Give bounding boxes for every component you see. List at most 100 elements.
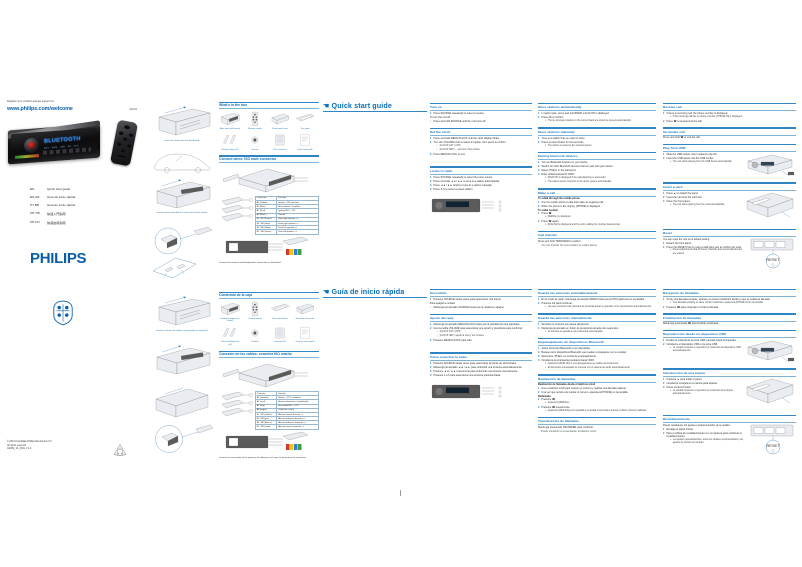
- copyright-line: All rights reserved.: [7, 443, 27, 447]
- step-text: La unidad comienza a reproducir el conte…: [672, 347, 741, 353]
- sub-step-list: ↳Si la llamada entrante no tiene número …: [666, 302, 796, 305]
- front-panel-case-icon: [296, 304, 314, 315]
- quick-start-guide-icon: [300, 327, 310, 339]
- trim-plate-icon: [271, 304, 290, 312]
- figure-reset-hole: RESET: [750, 239, 794, 269]
- sub-step: •[CLOCK 12H / 24H]: [436, 331, 461, 334]
- reset-label: RESET: [766, 257, 780, 262]
- figure-connector-detail: [154, 226, 213, 255]
- divider: [663, 329, 796, 332]
- section-restablecimiento: Restablecimiento Puede restablecer los a…: [663, 414, 796, 457]
- body-text: Press and hold TRANSFER to confirm.: [538, 239, 582, 243]
- step-text: Press ◄◄ / ►► briefly to tune to a stati…: [433, 183, 493, 187]
- copyright-line: CE152_12_QSG_V1.0: [7, 447, 32, 451]
- divider: [663, 313, 796, 315]
- step-text: Deslice la cubierta de la toma USB marca…: [666, 339, 737, 343]
- pointer-icon: ☚: [323, 287, 330, 296]
- divider: [219, 108, 319, 110]
- divider: [663, 151, 796, 153]
- divider: [430, 313, 532, 316]
- sub-step-list: ↳Aparecerá [REDIAL].: [541, 402, 656, 405]
- remote-key: [123, 124, 131, 130]
- website-url[interactable]: www.philips.com/welcome: [7, 106, 73, 112]
- subsection-heading: Realización de llamadas desde el teléfon…: [538, 383, 596, 387]
- equalizer-bar-icon: [15, 154, 39, 160]
- step-text: Presione AS para confirmar.: [541, 302, 573, 306]
- step-text: Press and hold SOURCE until the unit tur…: [433, 120, 487, 124]
- step-text: Las seis emisoras más potentes de la ban…: [547, 306, 652, 309]
- section-heading: Recepción de llamadas: [663, 291, 699, 296]
- box-item: Front panel case: [269, 111, 291, 130]
- body-text: Press and hold ☎ to end the call.: [663, 136, 701, 140]
- section-heading: Pairing bluetooth devices: [538, 154, 578, 159]
- divider: [663, 134, 796, 136]
- step-text: Slide the USB socket cover marked to the…: [666, 153, 718, 157]
- subsection-heading: To redial through the mobile phone: [538, 197, 580, 201]
- step-text: Press a preset button for two seconds.: [541, 140, 585, 144]
- screws-icon: [251, 137, 259, 144]
- section-heading: Make a call: [538, 190, 556, 195]
- unit-faceplate: BLUETOOTH MP3 · WMA · USB · SD · AUX: [11, 127, 97, 160]
- divider: [219, 356, 319, 358]
- section-heading-box-contents: What's in the box: [219, 103, 247, 108]
- section-heading: Guarde las emisoras automáticamente: [538, 291, 598, 296]
- figure-card-insert: [746, 378, 794, 403]
- divider: [663, 228, 796, 231]
- section-terminate-call: Terminate call Press and hold ☎ to end t…: [663, 127, 796, 139]
- section-heading: Insert a card: [663, 184, 683, 189]
- sub-step: ↳[DIALING] is displayed and the unit is …: [544, 223, 621, 226]
- spanish-box-and-wires-column: Contenido de la caja Unidad principal (c…: [219, 292, 319, 461]
- figure-iso-connector: [222, 363, 308, 388]
- body-text: You can reset the unit to its default se…: [663, 237, 711, 241]
- step-text: Seleccione 'Philips' en la lista de empa…: [541, 355, 597, 359]
- sub-step: •[CLOCK 12H / 24H]: [436, 145, 461, 148]
- sub-step-list: •[CLOCK 12H / 24H] •[CLOCK SET]: ajuste …: [433, 331, 532, 338]
- sub-step: ↳If the incoming call has no phone numbe…: [669, 116, 743, 119]
- box-item: Funda de extracción: [294, 301, 316, 323]
- step-text: Select 'Philips' in the paring list.: [541, 169, 577, 173]
- step-text: Turn the VOLUME knob to select an option…: [433, 141, 507, 145]
- language-code: ZH-CN: [30, 219, 40, 224]
- step-text: Insert the USB device into the USB socke…: [666, 157, 714, 161]
- sub-step-list: ↳The unit starts playing from the USB de…: [666, 161, 744, 164]
- step-text: Press SOURCE repeatedly to select the tu…: [433, 175, 494, 179]
- section-heading: Restablecimiento: [663, 417, 690, 422]
- sub-step: ↳The unit starts playing from the USB de…: [669, 161, 733, 164]
- body-text: Mantenga presionado ☎ para finalizar la …: [663, 322, 719, 326]
- section-heading: Call transfer: [538, 233, 558, 238]
- screws-icon: [251, 329, 259, 337]
- divider: [663, 236, 796, 238]
- section-emparejamiento: Emparejamiento de dispositivos Bluetooth…: [538, 337, 656, 370]
- sub-step-list: ↳If the incoming call has no phone numbe…: [666, 116, 796, 119]
- copyright-block: © 2013 Koninklijke Philips Electronics N…: [7, 440, 52, 451]
- step-text: When the phone is the ringing, [PHONE] i…: [541, 204, 601, 208]
- step-text: Presione ☎.: [541, 398, 556, 402]
